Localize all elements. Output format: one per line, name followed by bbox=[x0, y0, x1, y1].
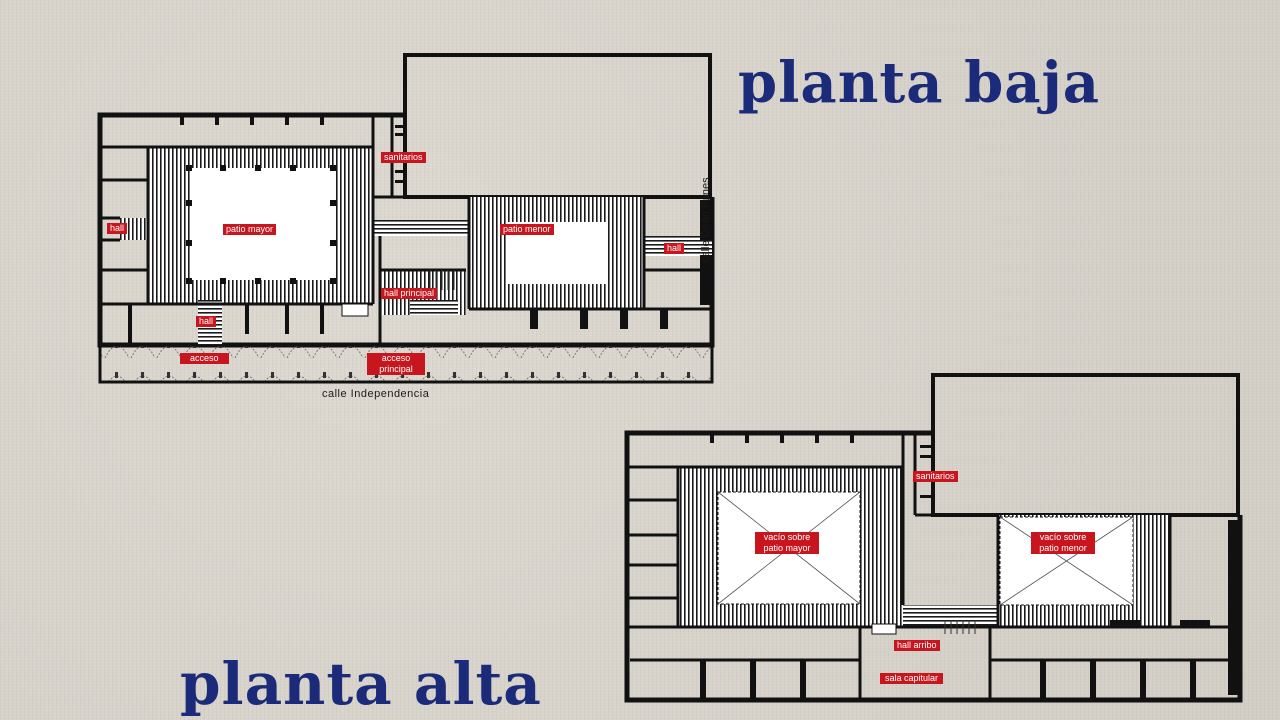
label-patio-menor: patio menor bbox=[500, 224, 554, 235]
label-vacio-menor-line1: vacío sobre bbox=[1039, 532, 1087, 542]
label-sala-capitular: sala capitular bbox=[880, 673, 944, 684]
label-vacio-mayor-line1: vacío sobre bbox=[763, 532, 811, 542]
label-vacio-menor-line2: patio menor bbox=[1039, 543, 1087, 553]
ground-floor-plan bbox=[97, 53, 715, 384]
label-hall-arribo: hall arribo bbox=[894, 640, 940, 651]
label-acceso-principal-line1: acceso bbox=[381, 353, 411, 363]
label-vacio-patio-menor: vacío sobre patio menor bbox=[1031, 532, 1095, 554]
label-hall-bottom: hall bbox=[196, 316, 217, 327]
label-acceso: acceso bbox=[180, 353, 229, 364]
label-vacio-mayor-line2: patio mayor bbox=[763, 543, 811, 553]
street-label-dean-funes: calle Deán Funes bbox=[700, 177, 712, 263]
label-hall-principal: hall principal bbox=[381, 288, 438, 299]
title-planta-baja: planta baja bbox=[738, 50, 1101, 116]
label-vacio-patio-mayor: vacío sobre patio mayor bbox=[755, 532, 819, 554]
label-sanitarios-baja: sanitarios bbox=[381, 152, 426, 163]
street-label-independencia: calle Independencia bbox=[322, 388, 430, 400]
label-patio-mayor: patio mayor bbox=[223, 224, 277, 235]
label-acceso-principal-line2: principal bbox=[379, 364, 413, 374]
title-planta-alta: planta alta bbox=[180, 650, 542, 718]
upper-floor-plan bbox=[624, 373, 1243, 703]
label-acceso-principal: acceso principal bbox=[367, 353, 425, 375]
label-sanitarios-alta: sanitarios bbox=[913, 471, 958, 482]
label-hall-right: hall bbox=[664, 243, 685, 254]
label-hall-left: hall bbox=[107, 223, 128, 234]
